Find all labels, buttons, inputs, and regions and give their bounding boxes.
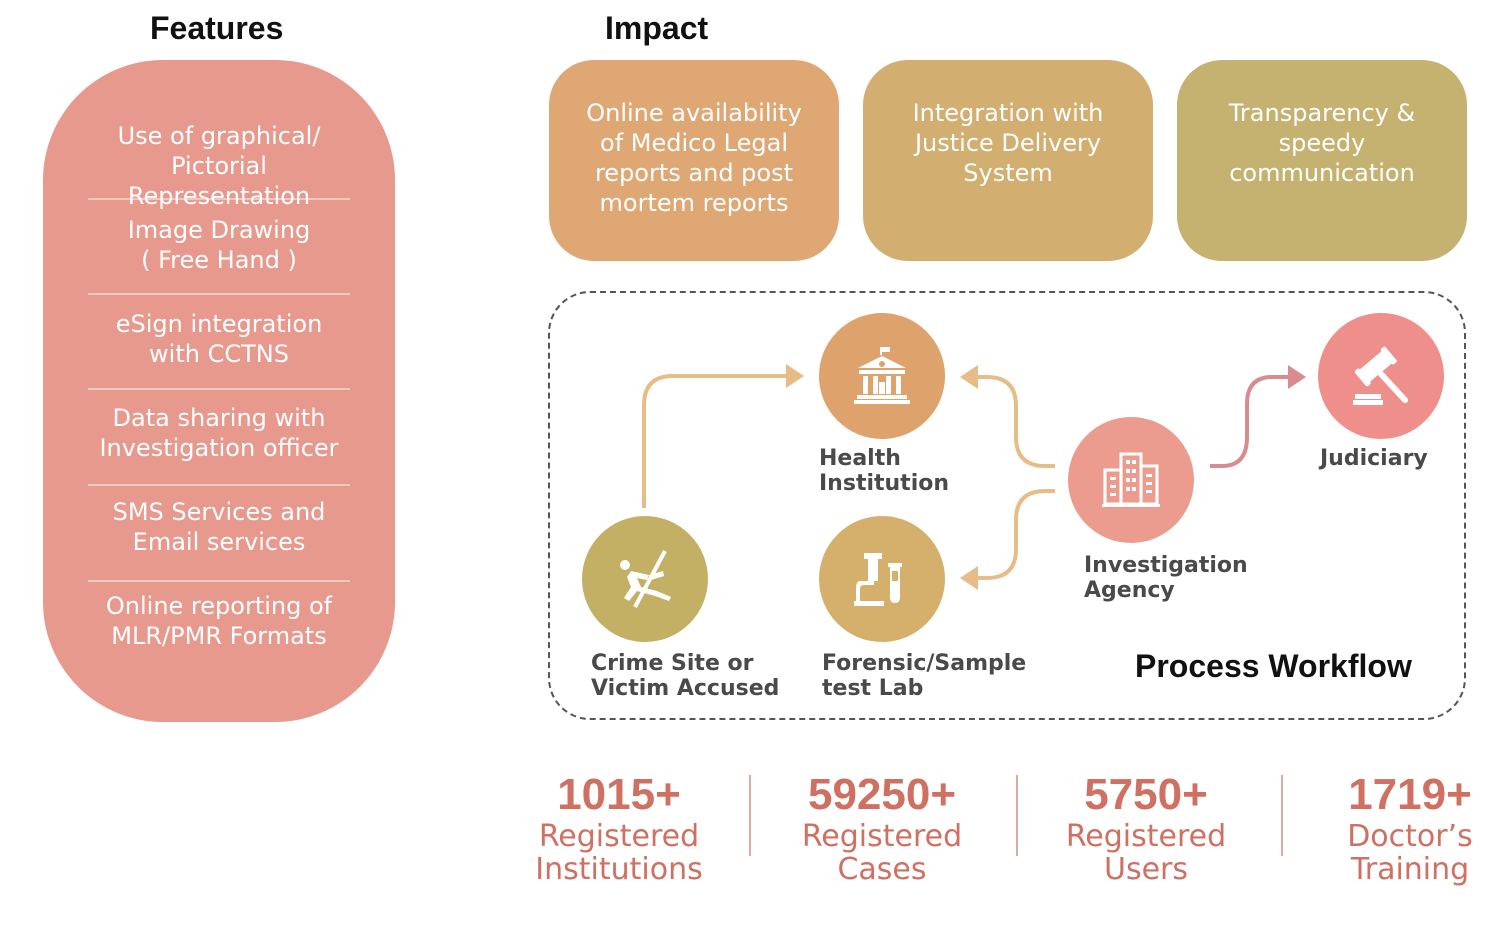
arrow-investigation-to-judiciary [1210,375,1288,468]
stat-divider [1016,775,1018,856]
microscope-icon [854,553,902,606]
impact-box-justice-delivery: Integration with Justice Delivery System [863,60,1153,261]
process-workflow-title: Process Workflow [1135,648,1412,684]
arrow-head [786,364,804,388]
node-label-line: Forensic/Sample [822,651,1027,676]
hospital-building-icon [854,347,910,404]
stat-divider [1281,775,1283,856]
feature-item: SMS Services and Email services [88,497,350,557]
stat-value: 5750+ [1084,770,1208,819]
stat-label: Registered [801,819,963,854]
impact-text-line: reports and post [594,159,794,187]
arrow-investigation-to-forensic [978,489,1055,580]
investigation-agency-label: Investigation Agency [1084,553,1248,603]
stat-label: Registered [538,819,700,854]
investigation-agency-node [1068,417,1194,543]
feature-item: Image Drawing ( Free Hand ) [88,215,350,275]
stat-value: 1719+ [1348,770,1472,819]
arrow-head [960,365,978,389]
feature-text-line: ( Free Hand ) [141,246,297,274]
stat-divider [749,775,751,856]
arrow-investigation-to-health [978,375,1055,468]
feature-item: eSign integration with CCTNS [88,309,350,369]
judiciary-node [1318,313,1444,439]
feature-text-line: Data sharing with [112,404,326,432]
process-workflow-panel [548,291,1466,720]
impact-text-line: speedy [1278,129,1366,157]
node-label-line: Agency [1084,578,1175,603]
feature-text-line: Online reporting of [105,592,333,620]
forensic-lab-label: Forensic/Sample test Lab [822,651,1026,701]
stat-institutions: 1015+ Registered Institutions [509,770,729,886]
feature-text-line: SMS Services and [112,498,326,526]
office-building-icon [1102,452,1160,507]
impact-text-line: System [963,159,1053,187]
impact-text-line: communication [1229,159,1415,187]
impact-heading: Impact [605,10,709,46]
stat-training: 1719+ Doctor’s Training [1300,770,1500,886]
feature-text-line: Investigation officer [99,434,339,462]
gavel-icon [1353,346,1408,405]
stat-label: Registered [1065,819,1227,854]
crime-site-node [582,516,708,642]
feature-text-line: Email services [132,528,306,556]
forensic-lab-node [819,516,945,642]
impact-text-line: Justice Delivery [914,129,1102,157]
feature-text-line: MLR/PMR Formats [111,622,327,650]
stat-cases: 59250+ Registered Cases [772,770,992,886]
node-label-line: Crime Site or [591,651,754,676]
feature-text-line: with CCTNS [149,340,289,368]
feature-text-line: Use of graphical/ [117,122,321,150]
feature-item: Data sharing with Investigation officer [88,403,350,463]
node-label-line: Investigation [1084,553,1248,578]
node-label-line: Health [819,446,901,471]
feature-divider [88,198,350,200]
stat-label: Users [1103,852,1188,887]
impact-text-line: Integration with [912,99,1104,127]
feature-item: Online reporting of MLR/PMR Formats [88,591,350,651]
arrow-crime-to-health [642,374,786,508]
stat-label: Doctor’s [1347,819,1473,854]
stat-users: 5750+ Registered Users [1036,770,1256,886]
crime-site-label: Crime Site or Victim Accused [591,651,779,701]
arrow-head [960,566,978,590]
feature-text-line: Image Drawing [127,216,311,244]
impact-box-medico-legal: Online availability of Medico Legal repo… [549,60,839,261]
node-label-line: Institution [819,471,950,496]
impact-text-line: Online availability [586,99,802,127]
stat-value: 1015+ [557,770,681,819]
stat-label: Institutions [535,852,703,887]
feature-text-line: eSign integration [115,310,323,338]
judiciary-label: Judiciary [1320,446,1428,471]
feature-text-line: Pictorial Representation [127,152,311,210]
feature-divider [88,580,350,582]
arrow-head [1288,365,1306,389]
feature-divider [88,293,350,295]
node-label-line: Judiciary [1320,446,1428,471]
feature-divider [88,484,350,486]
health-institution-node [819,313,945,439]
feature-divider [88,388,350,390]
stat-label: Training [1350,852,1470,887]
health-institution-label: Health Institution [819,446,949,496]
node-label-line: Victim Accused [591,676,780,701]
impact-text-line: mortem reports [599,189,789,217]
running-person-icon [620,550,671,608]
impact-text-line: Transparency & [1228,99,1416,127]
features-panel: Use of graphical/ Pictorial Representati… [43,60,395,722]
node-label-line: test Lab [822,676,924,701]
features-heading: Features [150,10,284,46]
feature-item: Use of graphical/ Pictorial Representati… [88,121,350,211]
stat-label: Cases [837,852,927,887]
impact-box-transparency: Transparency & speedy communication [1177,60,1467,261]
impact-text-line: of Medico Legal [600,129,788,157]
stat-value: 59250+ [807,770,957,819]
